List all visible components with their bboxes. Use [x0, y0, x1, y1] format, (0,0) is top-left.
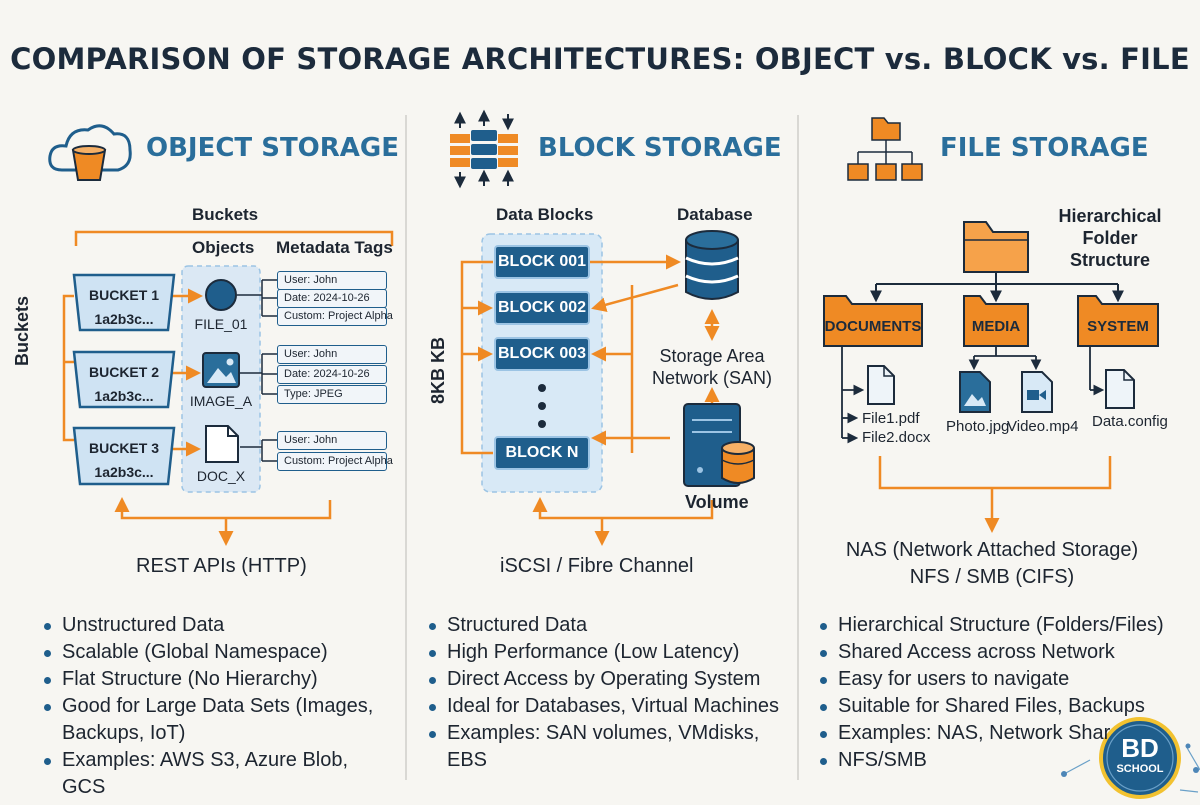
- file-bullet: Easy for users to navigate: [818, 666, 1188, 693]
- tag-image-type: Type: JPEG: [277, 385, 387, 404]
- volume-label: Volume: [685, 492, 749, 512]
- tag-image-user: User: John: [277, 345, 387, 364]
- block-bullet-list: Structured Data High Performance (Low La…: [427, 612, 787, 774]
- object-bullet: Examples: AWS S3, Azure Blob, GCS: [42, 747, 392, 801]
- bucket-3-id: 1a2b3c...: [94, 464, 154, 480]
- san-label: Storage Area Network (SAN): [651, 346, 772, 388]
- hierarchical-folder-label: Hierarchical Folder Structure: [1058, 206, 1162, 270]
- object-image-label: IMAGE_A: [189, 393, 253, 409]
- file-docx-label: File2.docx: [862, 429, 931, 446]
- tag-image-date: Date: 2024-10-26: [277, 365, 387, 384]
- block-bullet: Ideal for Databases, Virtual Machines: [427, 693, 787, 720]
- video-file-label: Video.mp4: [1007, 418, 1079, 435]
- bd-school-logo: [1061, 717, 1200, 799]
- block-protocol-label: iSCSI / Fibre Channel: [500, 555, 694, 577]
- object-bullet: Scalable (Global Namespace): [42, 639, 392, 666]
- file-bullet: Shared Access across Network: [818, 639, 1188, 666]
- object-storage-heading: OBJECT STORAGE: [146, 133, 400, 163]
- logo-text-school: SCHOOL: [1116, 763, 1164, 775]
- bucket-3-name: BUCKET 3: [88, 440, 159, 456]
- block-n: BLOCK N: [494, 436, 590, 470]
- bucket-2-id: 1a2b3c...: [94, 388, 154, 404]
- file-bullet: Suitable for Shared Files, Backups: [818, 693, 1188, 720]
- object-bullet: Unstructured Data: [42, 612, 392, 639]
- object-file-label: FILE_01: [194, 316, 248, 332]
- file-pdf-label: File1.pdf: [862, 410, 920, 427]
- system-folder: SYSTEM: [1087, 318, 1149, 335]
- file-storage-heading: FILE STORAGE: [940, 133, 1149, 163]
- block-001: BLOCK 001: [494, 245, 590, 279]
- block-003: BLOCK 003: [494, 337, 590, 371]
- photo-file-icon: [959, 371, 991, 413]
- block-storage-heading: BLOCK STORAGE: [538, 133, 782, 163]
- data-blocks-label: Data Blocks: [496, 205, 594, 224]
- folder-tree-icon: [847, 117, 923, 181]
- server-volume-icon: [683, 403, 755, 487]
- divider-right: [797, 115, 799, 780]
- object-protocol-label: REST APIs (HTTP): [136, 555, 307, 577]
- objects-label: Objects: [192, 238, 255, 257]
- image-object-icon: [202, 352, 240, 388]
- object-doc-label: DOC_X: [196, 468, 246, 484]
- subfolder-shapes: [823, 295, 1159, 347]
- file-bullet: Examples: NAS, Network Shar: [818, 720, 1188, 747]
- file-bullet-list: Hierarchical Structure (Folders/Files) S…: [818, 612, 1188, 774]
- block-002: BLOCK 002: [494, 291, 590, 325]
- buckets-top-label: Buckets: [192, 205, 259, 224]
- cloud-bucket-icon: [48, 124, 132, 181]
- object-bullet-list: Unstructured Data Scalable (Global Names…: [42, 612, 392, 801]
- bucket-1-id: 1a2b3c...: [94, 311, 154, 327]
- block-bullet: Structured Data: [427, 612, 787, 639]
- root-folder-icon: [963, 221, 1029, 273]
- config-file-icon: [1105, 369, 1135, 409]
- photo-file-label: Photo.jpg: [946, 418, 1010, 435]
- bucket-2-name: BUCKET 2: [88, 364, 159, 380]
- object-bullet: Good for Large Data Sets (Images, Backup…: [42, 693, 392, 747]
- block-storage-icon: [450, 109, 518, 189]
- media-folder: MEDIA: [971, 318, 1021, 335]
- block-bullet: Direct Access by Operating System: [427, 666, 787, 693]
- file-protocol-line1: NAS (Network Attached Storage): [845, 539, 1139, 561]
- file-bullet: Hierarchical Structure (Folders/Files): [818, 612, 1188, 639]
- bucket-shapes: [72, 273, 176, 486]
- documents-folder: DOCUMENTS: [824, 318, 922, 335]
- document-object-icon: [205, 425, 239, 463]
- file-bullet: NFS/SMB: [818, 747, 1188, 774]
- tag-doc-custom: Custom: Project Alpha: [277, 452, 393, 471]
- buckets-side-label: Buckets: [12, 295, 32, 366]
- file-object-icon: [205, 279, 237, 311]
- block-size-label: 8KB KB: [428, 336, 448, 404]
- file-protocol-line2: NFS / SMB (CIFS): [909, 566, 1075, 588]
- metadata-tags-label: Metadata Tags: [276, 238, 393, 257]
- tag-file-custom: Custom: Project Alpha: [277, 307, 393, 326]
- config-file-label: Data.config: [1092, 413, 1168, 430]
- database-icon: [685, 230, 739, 300]
- video-file-icon: [1021, 371, 1053, 413]
- block-bullet: High Performance (Low Latency): [427, 639, 787, 666]
- tag-file-date: Date: 2024-10-26: [277, 289, 387, 308]
- page-title: COMPARISON OF STORAGE ARCHITECTURES: OBJ…: [10, 42, 1190, 76]
- block-bullet: Examples: SAN volumes, VMdisks, EBS: [427, 720, 787, 774]
- object-bullet: Flat Structure (No Hierarchy): [42, 666, 392, 693]
- tag-doc-user: User: John: [277, 431, 387, 450]
- logo-text-bd: BD: [1121, 733, 1159, 763]
- bucket-1-name: BUCKET 1: [88, 287, 159, 303]
- divider-left: [405, 115, 407, 780]
- database-label: Database: [677, 205, 753, 224]
- tag-file-user: User: John: [277, 271, 387, 290]
- pdf-file-icon: [867, 365, 895, 405]
